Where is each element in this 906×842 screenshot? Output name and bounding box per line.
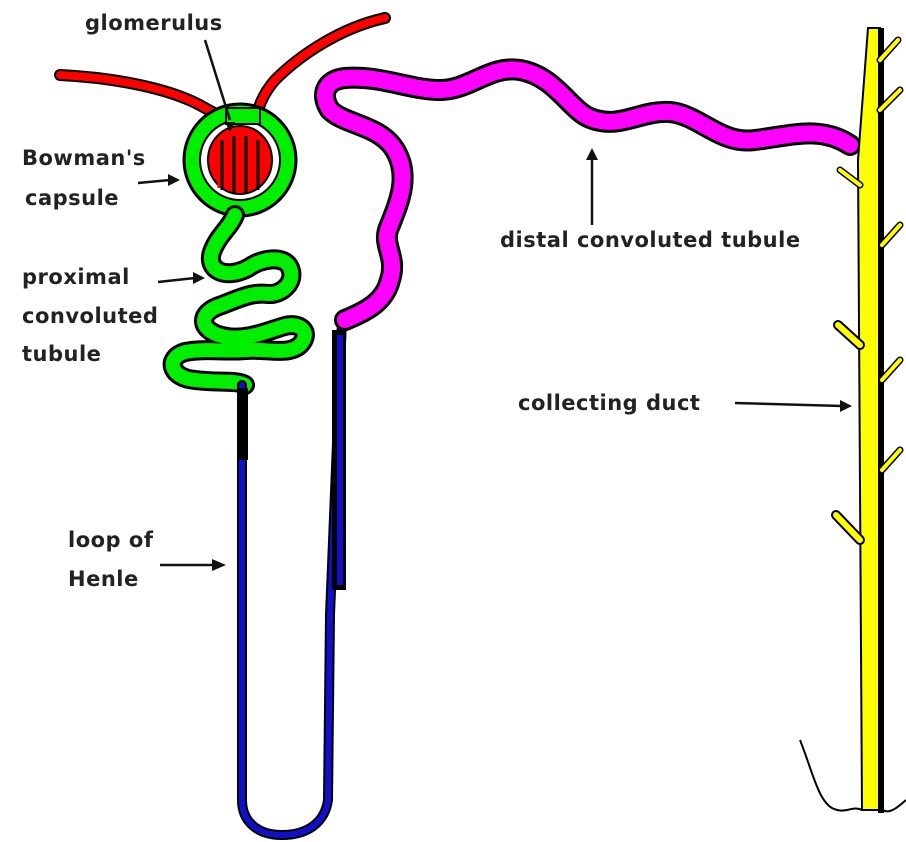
glomerulus-label: glomerulus <box>85 11 223 35</box>
distal-tubule-shape <box>325 69 850 320</box>
bowmans-capsule-label-line2: capsule <box>25 186 119 210</box>
loop-of-henle-label-line1: loop of <box>68 528 154 552</box>
loop-of-henle-label-line2: Henle <box>68 567 139 591</box>
proximal-tubule-label-line2: convoluted <box>22 304 158 328</box>
proximal-tubule-label-line3: tubule <box>22 342 101 366</box>
loop-of-henle-shape <box>238 320 346 835</box>
bowmans-capsule-label-line1: Bowman's <box>22 146 146 170</box>
proximal-tubule-label-line1: proximal <box>22 265 130 289</box>
collecting-duct-label: collecting duct <box>518 391 700 415</box>
proximal-tubule-shape <box>173 215 305 385</box>
glomerulus-shape <box>208 126 272 194</box>
distal-tubule-label: distal convoluted tubule <box>500 228 801 252</box>
